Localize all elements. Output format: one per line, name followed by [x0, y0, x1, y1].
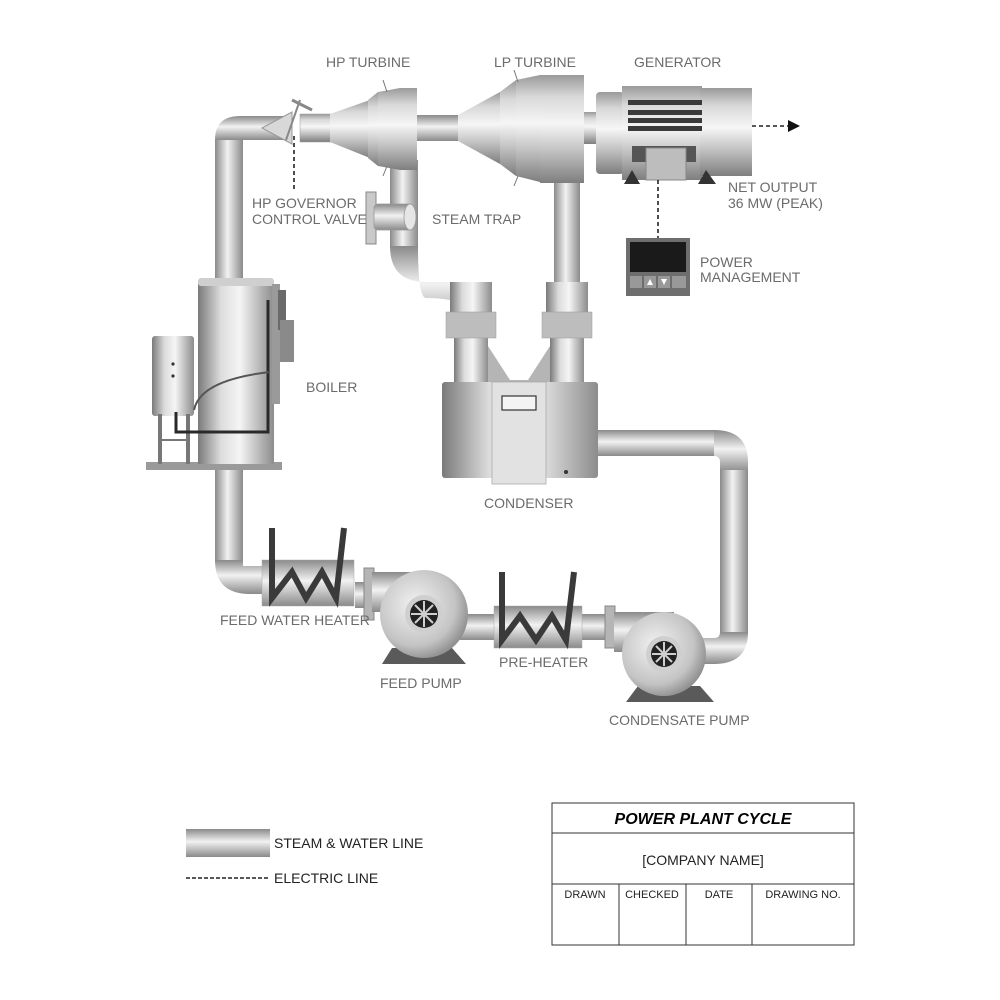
- component-labels: HP TURBINE LP TURBINE GENERATOR NET OUTP…: [220, 54, 823, 728]
- generator: [584, 86, 752, 184]
- legend-pipe-swatch: [186, 829, 270, 857]
- title-block-col-drawing-no: DRAWING NO.: [765, 889, 840, 901]
- feed-water-heater: [261, 527, 355, 608]
- net-output-value: 36 MW (PEAK): [728, 195, 823, 211]
- condenser-label: CONDENSER: [484, 495, 573, 511]
- lp-turbine-label: LP TURBINE: [494, 54, 576, 70]
- net-output-label: NET OUTPUT: [728, 179, 818, 195]
- legend-electric-label: ELECTRIC LINE: [274, 870, 378, 886]
- title-block-col-drawn: DRAWN: [564, 889, 605, 901]
- title-block: POWER PLANT CYCLE [COMPANY NAME] DRAWN C…: [551, 802, 855, 946]
- power-management-label-2: MANAGEMENT: [700, 269, 801, 285]
- pre-heater-label: PRE-HEATER: [499, 654, 588, 670]
- boiler-label: BOILER: [306, 379, 357, 395]
- power-management-panel: [626, 238, 690, 296]
- lp-turbine: [458, 69, 584, 187]
- feed-pump-label: FEED PUMP: [380, 675, 462, 691]
- title-block-col-date: DATE: [705, 889, 734, 901]
- condensate-pump: [614, 612, 714, 702]
- hp-governor-label: HP GOVERNOR: [252, 195, 357, 211]
- legend-steam-water-label: STEAM & WATER LINE: [274, 835, 423, 851]
- title-block-col-checked: CHECKED: [625, 889, 679, 901]
- condensate-pump-label: CONDENSATE PUMP: [609, 712, 750, 728]
- legend: STEAM & WATER LINE ELECTRIC LINE: [186, 829, 423, 886]
- boiler: [146, 278, 294, 470]
- hp-turbine: [299, 79, 417, 177]
- pre-heater: [493, 571, 583, 650]
- feed-water-heater-label: FEED WATER HEATER: [220, 612, 370, 628]
- title-block-title: POWER PLANT CYCLE: [615, 811, 793, 828]
- feed-pump: [372, 570, 468, 664]
- hp-governor-label-2: CONTROL VALVE: [252, 211, 367, 227]
- power-management-label: POWER: [700, 254, 753, 270]
- net-output-arrow: [752, 120, 800, 132]
- condenser: [442, 282, 598, 485]
- steam-trap: [365, 191, 417, 245]
- title-block-company: [COMPANY NAME]: [642, 852, 764, 868]
- hp-turbine-label: HP TURBINE: [326, 54, 410, 70]
- steam-trap-label: STEAM TRAP: [432, 211, 521, 227]
- hp-governor-valve: [260, 98, 313, 192]
- generator-label: GENERATOR: [634, 54, 721, 70]
